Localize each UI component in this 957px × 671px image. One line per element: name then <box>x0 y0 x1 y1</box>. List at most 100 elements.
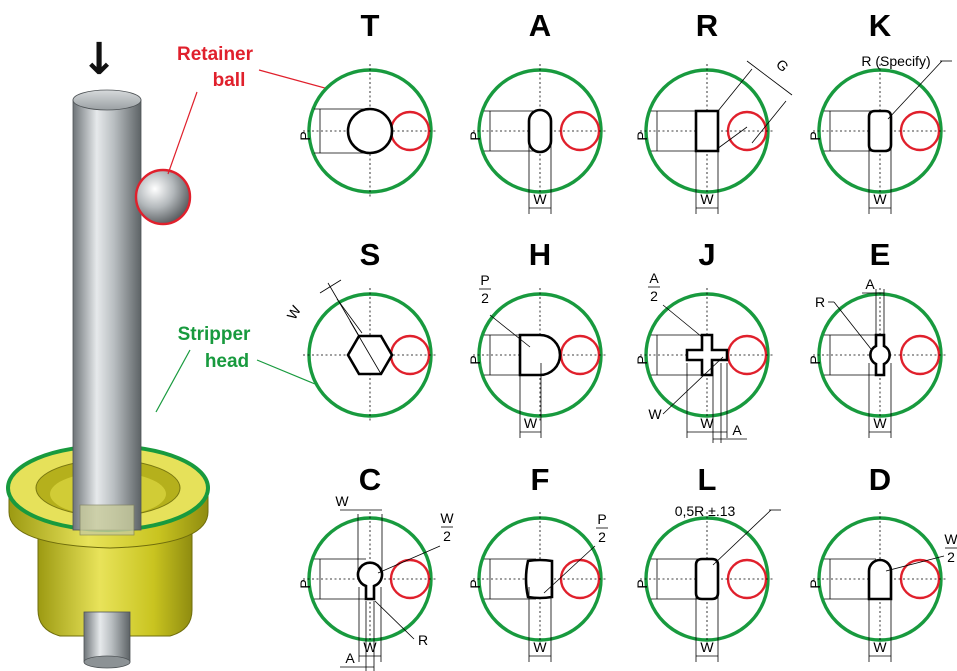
p-label-e: P <box>807 355 823 364</box>
punch-shape-k <box>867 109 893 153</box>
punch-shape-j <box>685 333 729 377</box>
s-dim-line <box>319 279 342 294</box>
retainer-ball <box>134 168 192 226</box>
r-label-e: R <box>815 294 825 310</box>
punch-shape-e <box>869 333 891 377</box>
stripper-label-line1: Stripper <box>178 324 251 345</box>
retainer-label-line2: ball <box>213 70 246 91</box>
w-half-c-denominator: 2 <box>443 528 451 544</box>
p-label-c: P <box>297 579 313 588</box>
ball-outline-a <box>559 110 601 152</box>
p-label-l: P <box>634 579 650 588</box>
punch-shape-l <box>694 557 720 601</box>
retainer-leader-1 <box>167 91 198 175</box>
shape-letter-c: C <box>359 462 381 497</box>
w-label-k: W <box>873 191 887 207</box>
w-label-l: W <box>700 639 714 655</box>
ball-outline-j <box>726 334 768 376</box>
w-label-c: W <box>363 639 377 655</box>
w-label-f: W <box>533 639 547 655</box>
g-dim-line <box>746 60 793 96</box>
p-label-h: P <box>467 355 483 364</box>
a-label-j: A <box>732 422 742 438</box>
w-half-d-numerator: W <box>944 531 957 547</box>
down-arrow-icon: ↓ <box>81 34 118 85</box>
ball-outline-t <box>389 110 431 152</box>
ball-outline-c <box>389 558 431 600</box>
p-half-h-numerator: P <box>480 272 489 288</box>
punch-shape-f <box>524 558 554 600</box>
retainer-label-line1: Retainer <box>177 44 254 65</box>
r-label-l: 0,5R ±.13 <box>675 503 736 519</box>
p-label-j: P <box>634 355 650 364</box>
a-half-leader-j <box>662 304 703 338</box>
ball-outline-k <box>899 110 941 152</box>
w-label-a: W <box>533 191 547 207</box>
shape-cell-r: R P W G <box>634 8 793 214</box>
s-dim-line-2 <box>336 298 363 334</box>
p-half-f-denominator: 2 <box>598 529 606 545</box>
w-half-leader-c <box>377 545 441 574</box>
stripper-label-line2: head <box>205 351 249 372</box>
w-label-s: W <box>283 302 304 322</box>
shape-letter-s: S <box>360 237 381 272</box>
w-half-c-numerator: W <box>440 510 454 526</box>
shape-letter-e: E <box>870 237 891 272</box>
w-label-c-top: W <box>335 493 349 509</box>
ball-outline-h <box>559 334 601 376</box>
shape-cell-l: L P W 0,5R ±.13 <box>634 462 781 662</box>
g-label: G <box>773 56 792 75</box>
p-label-a: P <box>467 131 483 140</box>
shape-cell-h: H P W P 2 <box>467 237 607 438</box>
r-label-c: R <box>418 632 428 648</box>
punch-shape-t <box>346 107 394 155</box>
r-leader-c <box>374 600 415 640</box>
punch-shape-h <box>518 333 562 377</box>
stripper-leader-1 <box>155 349 191 413</box>
shape-letter-l: L <box>698 462 717 497</box>
p-half-h-denominator: 2 <box>481 290 489 306</box>
ball-outline-e <box>899 334 941 376</box>
p-label-f: P <box>467 579 483 588</box>
p-half-f-numerator: P <box>597 511 606 527</box>
w-label-h: W <box>524 415 538 431</box>
r-leader-e-2 <box>833 301 872 350</box>
shape-cell-c: C P W W W 2R A <box>297 462 454 671</box>
s-ext-2 <box>349 320 382 375</box>
shape-letter-r: R <box>696 8 718 43</box>
r-leader-k-2 <box>887 60 943 120</box>
shape-cell-t: TP <box>297 8 437 198</box>
shape-letter-d: D <box>869 462 891 497</box>
p-label-k: P <box>807 131 823 140</box>
w-label-r: W <box>700 191 714 207</box>
punch-shape-r <box>694 109 720 153</box>
w-half-d-denominator: 2 <box>947 549 955 565</box>
r-label-k: R (Specify) <box>861 53 930 69</box>
p-label-r: P <box>634 131 650 140</box>
r-leader-l-2 <box>712 509 772 566</box>
w-half-leader-d <box>885 555 945 572</box>
p-half-leader-f <box>543 545 596 594</box>
ball-outline-s <box>389 334 431 376</box>
shape-letter-t: T <box>361 8 380 43</box>
a-half-j-denominator: 2 <box>650 288 658 304</box>
w-label-j: W <box>700 415 714 431</box>
punch-illustration: ↓ <box>6 34 210 669</box>
stripper-head-callout: Stripper head <box>155 324 316 413</box>
stripper-leader-2 <box>256 359 316 385</box>
shape-letter-j: J <box>698 237 715 272</box>
shape-letter-a: A <box>529 8 551 43</box>
g-ext-1 <box>717 68 753 112</box>
shape-letter-h: H <box>529 237 551 272</box>
shape-cell-a: A P W <box>467 8 607 214</box>
a-label-c: A <box>345 650 355 666</box>
punch-shape-c <box>356 561 384 601</box>
ball-outline-f <box>559 558 601 600</box>
